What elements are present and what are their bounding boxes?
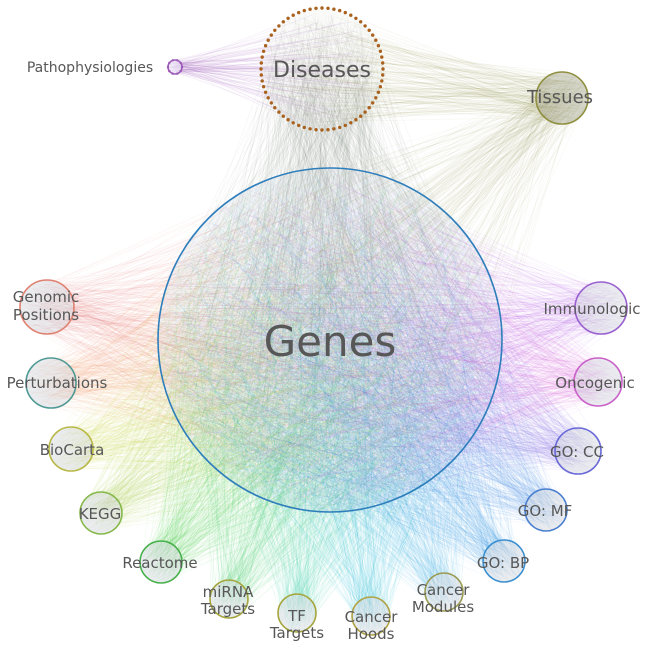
node-tissues xyxy=(535,71,589,125)
biocarta-circle[interactable] xyxy=(48,426,94,472)
cancer_hoods-label: Cancer xyxy=(345,608,399,626)
diseases-label: Diseases xyxy=(273,58,371,83)
genomic_positions-label: Positions xyxy=(13,306,79,324)
oncogenic-circle[interactable] xyxy=(573,357,623,407)
cancer_modules-label: Cancer xyxy=(417,581,471,599)
edges-go_mf xyxy=(162,173,567,531)
node-mirna_targets xyxy=(209,579,249,619)
mirna_targets-label: Targets xyxy=(200,600,255,618)
edges-perturbations xyxy=(26,172,493,508)
genomic_positions-label: Genomic xyxy=(13,288,80,306)
node-pathophysiologies xyxy=(166,59,184,75)
tf_targets-circle[interactable] xyxy=(277,593,317,633)
pathophysiologies-dot-ring xyxy=(166,59,184,75)
edges-pathophysiologies xyxy=(169,14,378,124)
go_bp-label: GO: BP xyxy=(477,554,529,572)
edges-cancer_modules xyxy=(158,179,499,611)
go_mf-label: GO: MF xyxy=(518,502,573,520)
node-go_bp xyxy=(482,539,526,583)
tissues-circle[interactable] xyxy=(535,71,589,125)
immunologic-circle[interactable] xyxy=(574,281,628,335)
node-diseases xyxy=(259,6,385,132)
edges-diseases xyxy=(162,8,498,507)
edges-biocarta xyxy=(49,168,492,506)
diseases-dot-ring xyxy=(259,6,385,132)
mirna_targets-circle[interactable] xyxy=(209,579,249,619)
reactome-circle[interactable] xyxy=(139,540,183,584)
cancer_modules-circle[interactable] xyxy=(424,572,464,612)
tissues-label: Tissues xyxy=(526,87,593,108)
oncogenic-label: Oncogenic xyxy=(555,374,634,392)
cancer_modules-label: Modules xyxy=(412,598,475,616)
go_mf-circle[interactable] xyxy=(524,488,568,532)
edges-mirna_targets xyxy=(162,174,500,619)
edges-tissues xyxy=(163,73,587,511)
immunologic-label: Immunologic xyxy=(543,300,640,318)
perturbations-label: Perturbations xyxy=(7,374,108,392)
kegg-label: KEGG xyxy=(79,505,122,523)
node-oncogenic xyxy=(573,357,623,407)
go_bp-circle[interactable] xyxy=(482,539,526,583)
biocarta-label: BioCarta xyxy=(40,441,105,459)
edges-go_bp xyxy=(160,176,525,582)
edges-immunologic xyxy=(160,170,627,510)
diseases-circle[interactable] xyxy=(261,8,383,130)
edges-tissues-from-diseases xyxy=(261,16,588,128)
perturbations-circle[interactable] xyxy=(25,357,77,409)
kegg-circle[interactable] xyxy=(79,491,123,535)
tf_targets-label: TF xyxy=(287,607,306,625)
edge-fans xyxy=(20,8,627,635)
mirna_targets-label: miRNA xyxy=(203,583,254,601)
node-cancer_modules xyxy=(424,572,464,612)
tf_targets-label: Targets xyxy=(269,624,324,642)
category-nodes xyxy=(19,6,628,636)
node-genomic_positions xyxy=(19,279,75,335)
pathophysiologies-label: Pathophysiologies xyxy=(27,60,153,76)
node-reactome xyxy=(139,540,183,584)
cancer_hoods-circle[interactable] xyxy=(351,596,391,636)
node-go_mf xyxy=(524,488,568,532)
edges-tf_targets xyxy=(162,171,498,631)
reactome-label: Reactome xyxy=(122,554,197,572)
genes-label: Genes xyxy=(264,317,397,366)
node-perturbations xyxy=(25,357,77,409)
node-tf_targets xyxy=(277,593,317,633)
genomic_positions-circle[interactable] xyxy=(19,279,75,335)
node-immunologic xyxy=(574,281,628,335)
edges-genomic_positions xyxy=(20,179,502,509)
go_cc-label: GO: CC xyxy=(550,443,604,461)
node-kegg xyxy=(79,491,123,535)
edges-cancer_hoods xyxy=(162,175,497,635)
cancer_hoods-label: Hoods xyxy=(348,625,395,643)
genes-circle-fill xyxy=(158,168,502,512)
node-go_cc xyxy=(554,427,602,475)
genes-node[interactable] xyxy=(157,167,503,513)
node-cancer_hoods xyxy=(351,596,391,636)
edges-oncogenic xyxy=(160,169,621,512)
edges-kegg xyxy=(80,178,500,534)
go_cc-circle[interactable] xyxy=(554,427,602,475)
node-biocarta xyxy=(48,426,94,472)
edges-reactome xyxy=(140,170,500,584)
